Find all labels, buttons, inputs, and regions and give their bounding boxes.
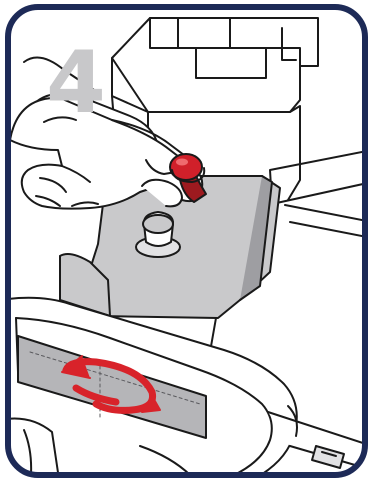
lower-structure <box>8 417 201 475</box>
panel-border <box>5 4 368 478</box>
adjustment-knob <box>135 211 181 258</box>
rotate-arrow-icon <box>61 355 161 414</box>
step-number: 4 <box>46 33 106 133</box>
red-press-button <box>169 153 207 203</box>
hand-pressing-button <box>8 56 204 210</box>
strap-buckle <box>267 405 365 471</box>
clamp-collar <box>59 253 229 363</box>
